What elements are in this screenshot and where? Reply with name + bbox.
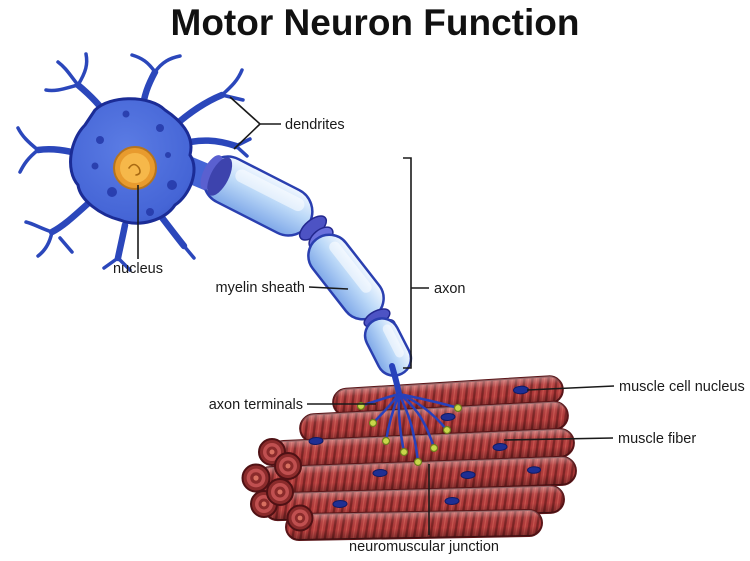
muscle-cell-nuclei: [308, 385, 541, 509]
motor-neuron: [16, 52, 463, 467]
myelin-segment-1: [200, 155, 314, 237]
label-nucleus: nucleus: [113, 261, 163, 277]
leader-lines: [137, 96, 615, 535]
label-neuromuscular-junction: neuromuscular junction: [349, 539, 499, 555]
muscle-cell-nucleus-leader-line: [526, 385, 615, 391]
soma-texture-spots: [91, 110, 177, 216]
label-muscle-cell-nucleus: muscle cell nucleus: [619, 379, 745, 395]
dendrites-leader-line: [229, 96, 281, 150]
muscle-fiber-bundle: [241, 375, 577, 542]
label-axon-terminals: axon terminals: [209, 397, 303, 413]
label-myelin-sheath: myelin sheath: [216, 280, 305, 296]
label-axon: axon: [434, 281, 465, 297]
axon-terminals: [356, 363, 463, 467]
muscle-fiber-6: [285, 508, 543, 542]
myelin-sheath-leader-line: [308, 286, 349, 290]
label-dendrites: dendrites: [285, 117, 345, 133]
cell-nucleus: [113, 146, 157, 190]
axon-bracket: [403, 157, 429, 369]
muscle-fiber-4: [255, 455, 577, 497]
labels: dendrites nucleus myelin sheath axon axo…: [113, 117, 745, 555]
label-muscle-fiber: muscle fiber: [618, 431, 696, 447]
muscle-fiber-leader-line: [503, 437, 614, 441]
myelin-segment-3: [363, 317, 413, 377]
diagram-title: Motor Neuron Function: [170, 2, 580, 43]
muscle-fiber-cross-sections: [241, 438, 314, 532]
axon: [200, 155, 413, 377]
